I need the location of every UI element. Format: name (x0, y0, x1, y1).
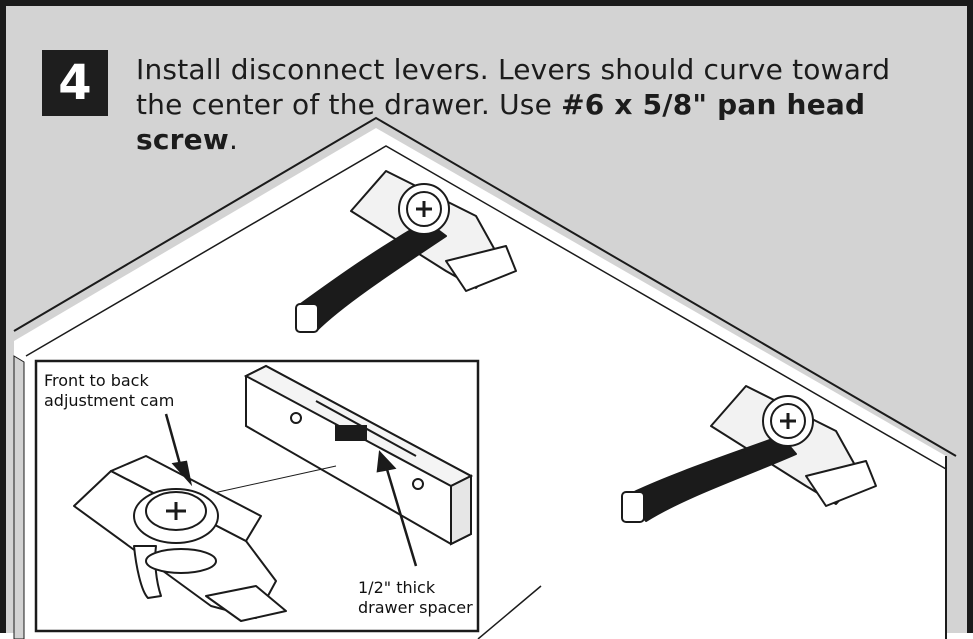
drawer-spacer (243, 364, 474, 546)
inset-detail (34, 359, 480, 633)
drawer-illustration (13, 116, 957, 639)
drawer-left-side (13, 355, 25, 639)
screw-spec: #6 x 5/8" pan head screw (136, 88, 866, 156)
drawer-inner-corner (477, 585, 542, 639)
instruction-end: . (228, 123, 239, 156)
disconnect-lever-right (621, 385, 877, 523)
cam-label: Front to back adjustment cam (44, 371, 174, 411)
cam-label-line1: Front to back (44, 371, 149, 390)
drawer-edge-outer (13, 116, 957, 457)
cam-assembly (73, 455, 287, 622)
drawer-edge-inner (25, 145, 947, 470)
step-number-badge: 4 (42, 50, 108, 116)
disconnect-lever-top (295, 170, 517, 333)
spacer-label-line2: drawer spacer (358, 598, 473, 617)
cam-label-line2: adjustment cam (44, 391, 175, 410)
label-arrows (164, 413, 418, 567)
step-number: 4 (58, 55, 92, 111)
instruction-text: Install disconnect levers. Levers should… (136, 53, 891, 121)
step-instruction: Install disconnect levers. Levers should… (136, 52, 936, 157)
spacer-label: 1/2" thick drawer spacer (358, 578, 473, 618)
spacer-label-line1: 1/2" thick (358, 578, 436, 597)
